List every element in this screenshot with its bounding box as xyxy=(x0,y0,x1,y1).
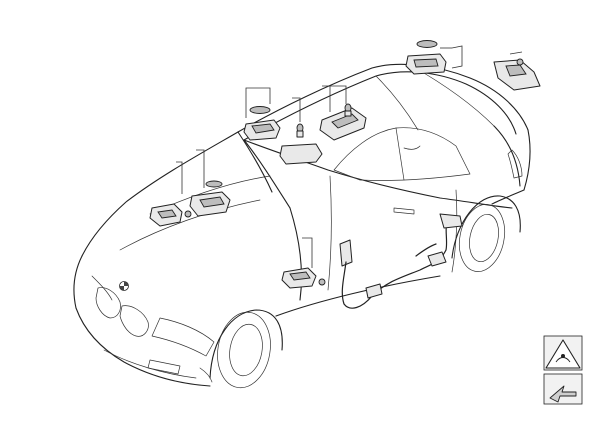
car-body-outline xyxy=(73,63,531,389)
front-light-lens xyxy=(249,106,271,114)
footwell-light xyxy=(149,203,192,227)
leader-bracket-rear xyxy=(509,51,523,55)
leader-bracket-front xyxy=(245,87,271,118)
warning-triangle-icon xyxy=(543,335,583,371)
arrow-navigation-icon xyxy=(543,373,583,405)
roof-light-cover xyxy=(279,143,323,165)
trunk-light-housing xyxy=(405,53,447,75)
front-light-bulb-small xyxy=(296,123,304,138)
door-light xyxy=(281,267,326,289)
glovebox-light-bulb xyxy=(205,180,223,188)
reading-light-housing xyxy=(319,107,367,141)
glovebox-light xyxy=(189,191,231,217)
leader-bracket-roof xyxy=(292,97,301,122)
door-wiring-harness xyxy=(339,213,463,309)
leader-bracket-door xyxy=(302,237,313,268)
reading-light-bulb xyxy=(344,103,352,117)
leader-bracket-trunk xyxy=(440,45,463,69)
leader-bracket-glovebox xyxy=(176,149,205,194)
rear-interior-light xyxy=(493,58,541,91)
front-light-housing xyxy=(243,119,281,141)
trunk-light-lens xyxy=(416,40,438,48)
leader-bracket-reading xyxy=(322,85,347,112)
